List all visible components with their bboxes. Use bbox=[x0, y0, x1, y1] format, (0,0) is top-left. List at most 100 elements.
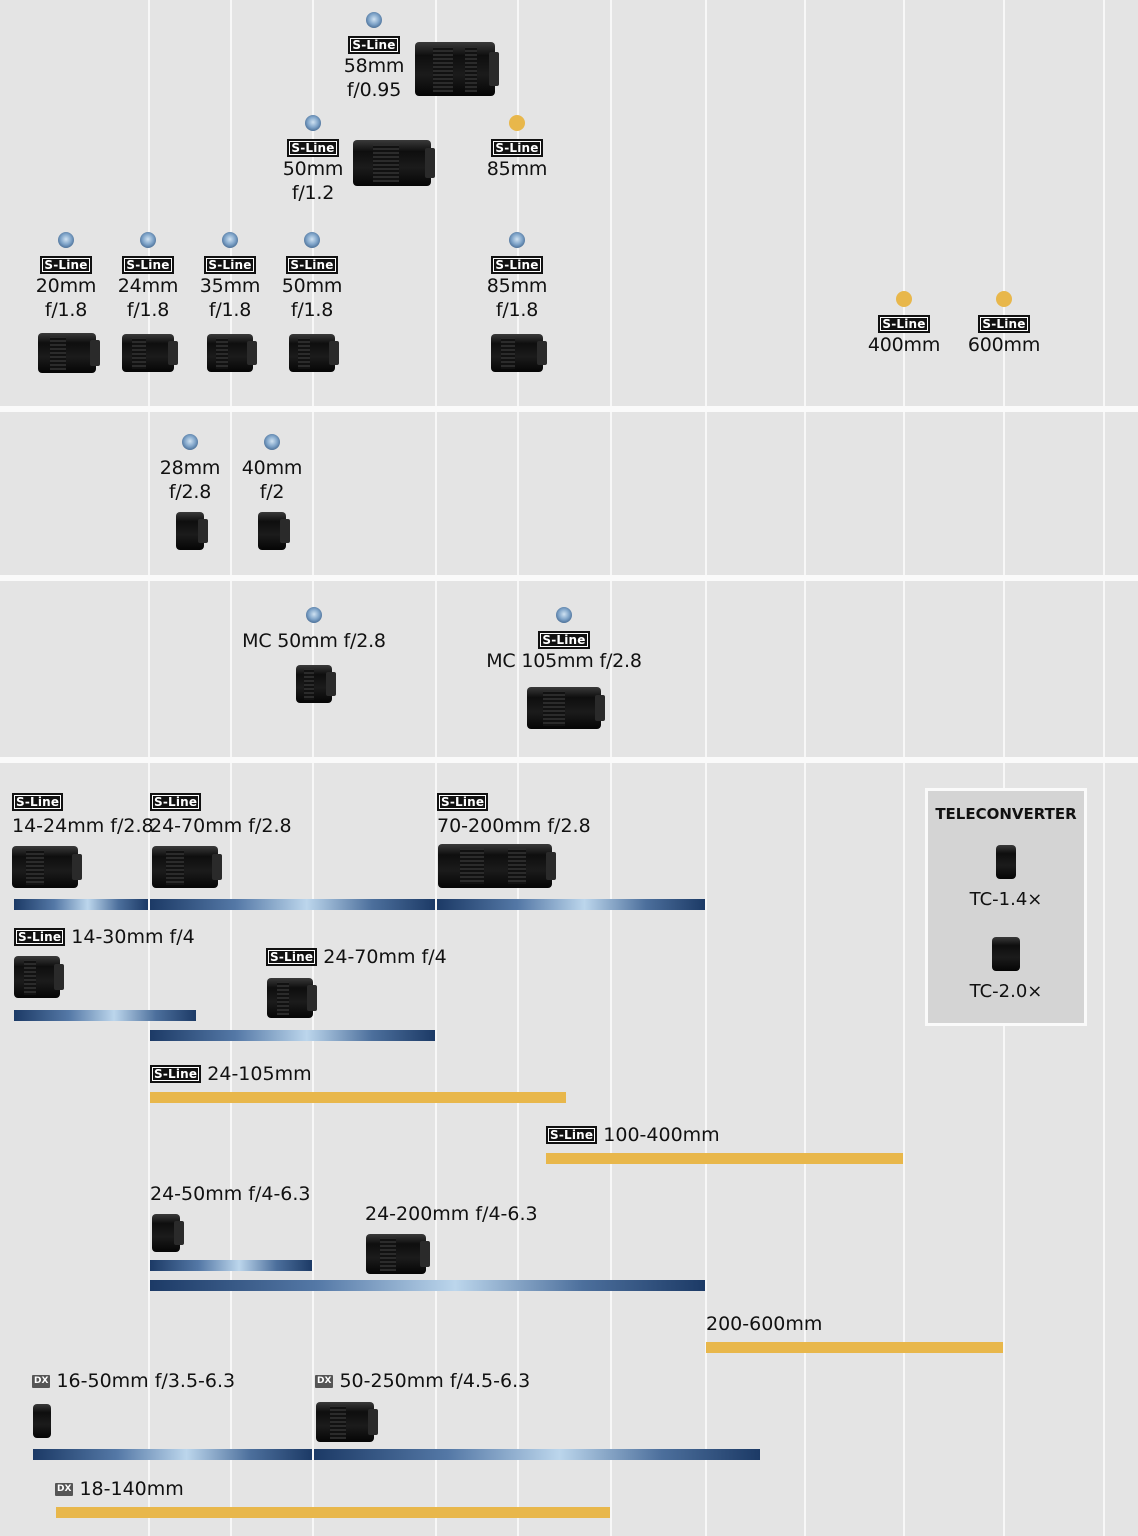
gridline bbox=[1003, 0, 1005, 1536]
lens-mc105-image bbox=[527, 687, 605, 729]
lens-24-200-image bbox=[366, 1234, 430, 1274]
prime-85mm-planned[interactable]: S-Line 85mm bbox=[477, 115, 557, 181]
zoom-24-70-f4-label[interactable]: S-Line 24-70mm f/4 bbox=[266, 945, 447, 969]
blue-dot-icon bbox=[509, 232, 525, 248]
prime-600mm[interactable]: S-Line 600mm bbox=[964, 291, 1044, 357]
prime-58mm[interactable]: S-Line 58mm f/0.95 bbox=[334, 12, 414, 102]
sline-badge: S-Line bbox=[978, 315, 1030, 333]
zoom-range-bar-planned bbox=[706, 1342, 1003, 1353]
zoom-range-bar bbox=[150, 1260, 312, 1271]
prime-24mm[interactable]: S-Line 24mm f/1.8 bbox=[108, 232, 188, 322]
prime-aperture-label: f/1.8 bbox=[290, 299, 334, 321]
sline-badge: S-Line bbox=[266, 948, 318, 966]
prime-aperture-label: f/2 bbox=[259, 481, 285, 503]
prime-aperture-label: f/1.8 bbox=[208, 299, 252, 321]
zoom-24-50-label[interactable]: 24-50mm f/4-6.3 bbox=[150, 1182, 311, 1206]
prime-focal-label: 50mm bbox=[282, 158, 344, 180]
lens-35mm-image bbox=[207, 334, 257, 372]
zoom-dx-16-50-label[interactable]: DX 16-50mm f/3.5-6.3 bbox=[32, 1369, 235, 1393]
prime-400mm[interactable]: S-Line 400mm bbox=[864, 291, 944, 357]
lens-40mm-image bbox=[258, 512, 290, 550]
blue-dot-icon bbox=[556, 607, 572, 623]
tc-1-4-label[interactable]: TC-1.4× bbox=[969, 889, 1043, 910]
lens-24-50-image bbox=[152, 1214, 184, 1252]
prime-focal-label: 85mm bbox=[486, 158, 548, 180]
tc-2-0-label[interactable]: TC-2.0× bbox=[969, 981, 1043, 1002]
zoom-range-bar bbox=[314, 1449, 760, 1460]
zoom-name: 24-70mm f/4 bbox=[323, 946, 447, 968]
gridline bbox=[705, 0, 707, 1536]
zoom-range-bar-planned bbox=[150, 1092, 566, 1103]
zoom-dx-18-140-label[interactable]: DX 18-140mm bbox=[55, 1477, 184, 1501]
dx-badge: DX bbox=[315, 1375, 334, 1388]
prime-aperture-label: f/0.95 bbox=[346, 79, 402, 101]
prime-40mm[interactable]: 40mm f/2 bbox=[232, 434, 312, 504]
prime-aperture-label: f/1.8 bbox=[44, 299, 88, 321]
zoom-name: 100-400mm bbox=[603, 1124, 720, 1146]
prime-aperture-label: f/1.8 bbox=[495, 299, 539, 321]
prime-28mm[interactable]: 28mm f/2.8 bbox=[150, 434, 230, 504]
prime-focal-label: 40mm bbox=[241, 457, 303, 479]
prime-focal-label: 400mm bbox=[867, 334, 941, 356]
lens-14-30-image bbox=[14, 956, 64, 998]
sline-badge: S-Line bbox=[491, 256, 543, 274]
lens-dx-16-50-image bbox=[33, 1404, 51, 1438]
prime-aperture-label: f/2.8 bbox=[168, 481, 212, 503]
zoom-range-bar bbox=[150, 1280, 705, 1291]
sline-badge: S-Line bbox=[287, 139, 339, 157]
gridline bbox=[435, 0, 437, 1536]
lens-70-200-image bbox=[438, 844, 556, 888]
gridline bbox=[230, 0, 232, 1536]
prime-focal-label: 20mm bbox=[35, 275, 97, 297]
zoom-name: 70-200mm f/2.8 bbox=[437, 815, 591, 837]
zoom-range-bar bbox=[150, 1030, 435, 1041]
lens-50mm-f18-image bbox=[289, 334, 339, 372]
zoom-name: 24-200mm f/4-6.3 bbox=[365, 1203, 538, 1225]
sline-badge: S-Line bbox=[538, 631, 590, 649]
prime-mc50[interactable]: MC 50mm f/2.8 bbox=[224, 607, 404, 653]
blue-dot-icon bbox=[366, 12, 382, 28]
gold-dot-icon bbox=[509, 115, 525, 131]
lens-24-70-f28-image bbox=[152, 846, 222, 888]
prime-20mm[interactable]: S-Line 20mm f/1.8 bbox=[26, 232, 106, 322]
blue-dot-icon bbox=[304, 232, 320, 248]
prime-85mm-f18[interactable]: S-Line 85mm f/1.8 bbox=[477, 232, 557, 322]
zoom-70-200-label[interactable]: S-Line 70-200mm f/2.8 bbox=[437, 790, 591, 838]
gold-dot-icon bbox=[996, 291, 1012, 307]
prime-35mm[interactable]: S-Line 35mm f/1.8 bbox=[190, 232, 270, 322]
prime-focal-label: MC 105mm f/2.8 bbox=[486, 650, 642, 672]
zoom-200-600-label[interactable]: 200-600mm bbox=[706, 1312, 822, 1336]
zoom-range-bar bbox=[33, 1449, 312, 1460]
prime-focal-label: 35mm bbox=[199, 275, 261, 297]
blue-dot-icon bbox=[306, 607, 322, 623]
zoom-range-bar bbox=[14, 899, 148, 910]
zoom-name: 24-105mm bbox=[207, 1063, 312, 1085]
section-divider bbox=[0, 575, 1138, 581]
gridline bbox=[312, 0, 314, 1536]
sline-badge: S-Line bbox=[122, 256, 174, 274]
prime-focal-label: 85mm bbox=[486, 275, 548, 297]
prime-50mm-f18[interactable]: S-Line 50mm f/1.8 bbox=[272, 232, 352, 322]
zoom-range-bar-planned bbox=[546, 1153, 903, 1164]
zoom-24-70-f28-label[interactable]: S-Line 24-70mm f/2.8 bbox=[150, 790, 292, 838]
gold-dot-icon bbox=[896, 291, 912, 307]
zoom-range-bar-planned bbox=[56, 1507, 610, 1518]
lens-85mm-f18-image bbox=[491, 334, 547, 372]
tc-2-0-image bbox=[992, 937, 1020, 971]
zoom-name: 18-140mm bbox=[79, 1478, 184, 1500]
prime-50mm-f12[interactable]: S-Line 50mm f/1.2 bbox=[273, 115, 353, 205]
prime-mc105[interactable]: S-Line MC 105mm f/2.8 bbox=[474, 607, 654, 673]
prime-focal-label: 600mm bbox=[967, 334, 1041, 356]
zoom-14-24-label[interactable]: S-Line 14-24mm f/2.8 bbox=[12, 790, 154, 838]
blue-dot-icon bbox=[58, 232, 74, 248]
zoom-name: 24-70mm f/2.8 bbox=[150, 815, 292, 837]
section-divider bbox=[0, 406, 1138, 412]
zoom-24-200-label[interactable]: 24-200mm f/4-6.3 bbox=[365, 1202, 538, 1226]
lens-24-70-f4-image bbox=[267, 978, 317, 1018]
prime-focal-label: MC 50mm f/2.8 bbox=[242, 630, 386, 652]
zoom-dx-50-250-label[interactable]: DX 50-250mm f/4.5-6.3 bbox=[315, 1369, 530, 1393]
